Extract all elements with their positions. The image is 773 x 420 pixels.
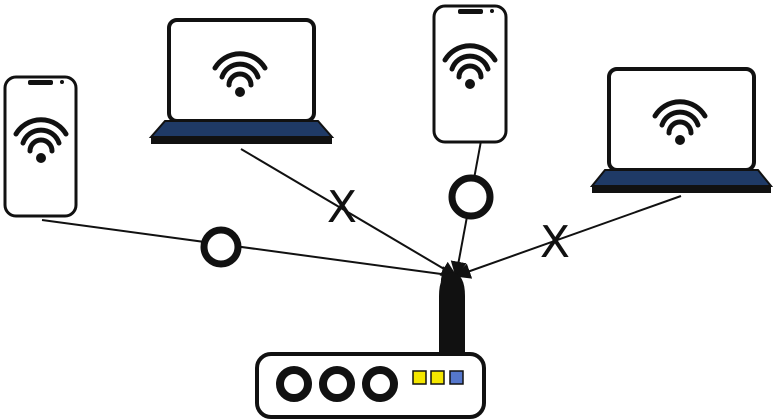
status-marks: X X bbox=[200, 174, 570, 268]
smartphone-center bbox=[432, 4, 508, 144]
connection-line-laptop-right bbox=[454, 195, 682, 279]
indicator-light-yellow bbox=[430, 370, 445, 385]
wireless-router bbox=[255, 272, 486, 419]
connection-line-phone-left bbox=[41, 219, 458, 282]
router-port bbox=[319, 366, 355, 402]
connection-line-laptop-left bbox=[240, 148, 458, 277]
indicator-light-blue bbox=[449, 370, 464, 385]
wifi-icon bbox=[652, 99, 708, 145]
connected-mark-o-center bbox=[448, 174, 494, 220]
connection-lines bbox=[41, 140, 682, 282]
laptop-right bbox=[589, 67, 773, 193]
wifi-icon bbox=[13, 117, 69, 163]
router-indicator-lights bbox=[412, 370, 464, 385]
router-port bbox=[276, 366, 312, 402]
router-port bbox=[362, 366, 398, 402]
indicator-light-yellow bbox=[412, 370, 427, 385]
blocked-mark-x-right: X bbox=[540, 217, 570, 268]
wifi-icon bbox=[212, 51, 268, 97]
wifi-icon bbox=[442, 43, 498, 89]
smartphone-left bbox=[3, 75, 78, 218]
connected-mark-o-left bbox=[200, 226, 242, 268]
laptop-left bbox=[148, 18, 335, 144]
blocked-mark-x-left: X bbox=[327, 182, 357, 233]
router-ports bbox=[276, 366, 398, 402]
router-antenna bbox=[439, 272, 465, 356]
